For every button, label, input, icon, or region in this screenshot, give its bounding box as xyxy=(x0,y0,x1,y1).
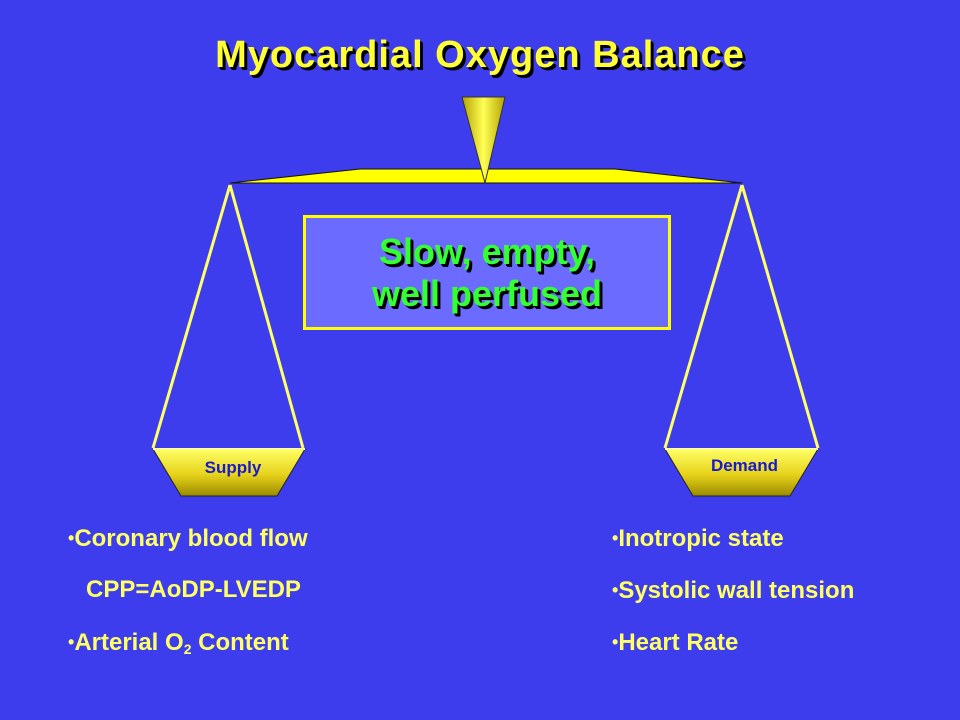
fulcrum-triangle-icon xyxy=(461,96,506,184)
bullet-icon: • xyxy=(68,528,75,548)
left-string-outer xyxy=(151,184,232,449)
list-item: CPP=AoDP-LVEDP xyxy=(68,564,308,616)
bullet-icon: • xyxy=(612,528,619,548)
demand-pan-label: Demand xyxy=(710,456,779,475)
supply-factor-list: •Coronary blood flow CPP=AoDP-LVEDP •Art… xyxy=(68,512,308,668)
supply-item-text-suffix: Content xyxy=(191,629,289,656)
left-string-inner xyxy=(228,184,305,449)
callout-box: Slow, empty, well perfused xyxy=(303,215,671,330)
list-item: •Coronary blood flow xyxy=(68,512,308,564)
list-item: •Arterial O2 Content xyxy=(68,616,308,668)
demand-item-text: Systolic wall tension xyxy=(618,577,855,604)
bullet-icon: • xyxy=(68,632,75,652)
supply-pan-label: Supply xyxy=(204,458,262,477)
callout-line-2: well perfused xyxy=(371,272,603,314)
supply-item-text: CPP=AoDP-LVEDP xyxy=(86,576,301,603)
list-item: •Inotropic state xyxy=(612,512,854,564)
page-title: Myocardial Oxygen Balance xyxy=(215,34,745,76)
demand-item-text: Inotropic state xyxy=(618,525,784,552)
bullet-icon: • xyxy=(612,632,619,652)
supply-item-text: Coronary blood flow xyxy=(74,525,308,552)
list-item: •Systolic wall tension xyxy=(612,564,854,616)
bullet-icon: • xyxy=(612,580,619,600)
right-string-inner xyxy=(740,184,820,449)
subscript-text: 2 xyxy=(183,641,192,657)
demand-factor-list: •Inotropic state •Systolic wall tension … xyxy=(612,512,854,668)
right-string-outer xyxy=(663,184,744,449)
callout-line-1: Slow, empty, xyxy=(378,230,596,272)
demand-item-text: Heart Rate xyxy=(618,629,739,656)
list-item: •Heart Rate xyxy=(612,616,854,668)
supply-item-text: Arterial O xyxy=(74,629,184,656)
